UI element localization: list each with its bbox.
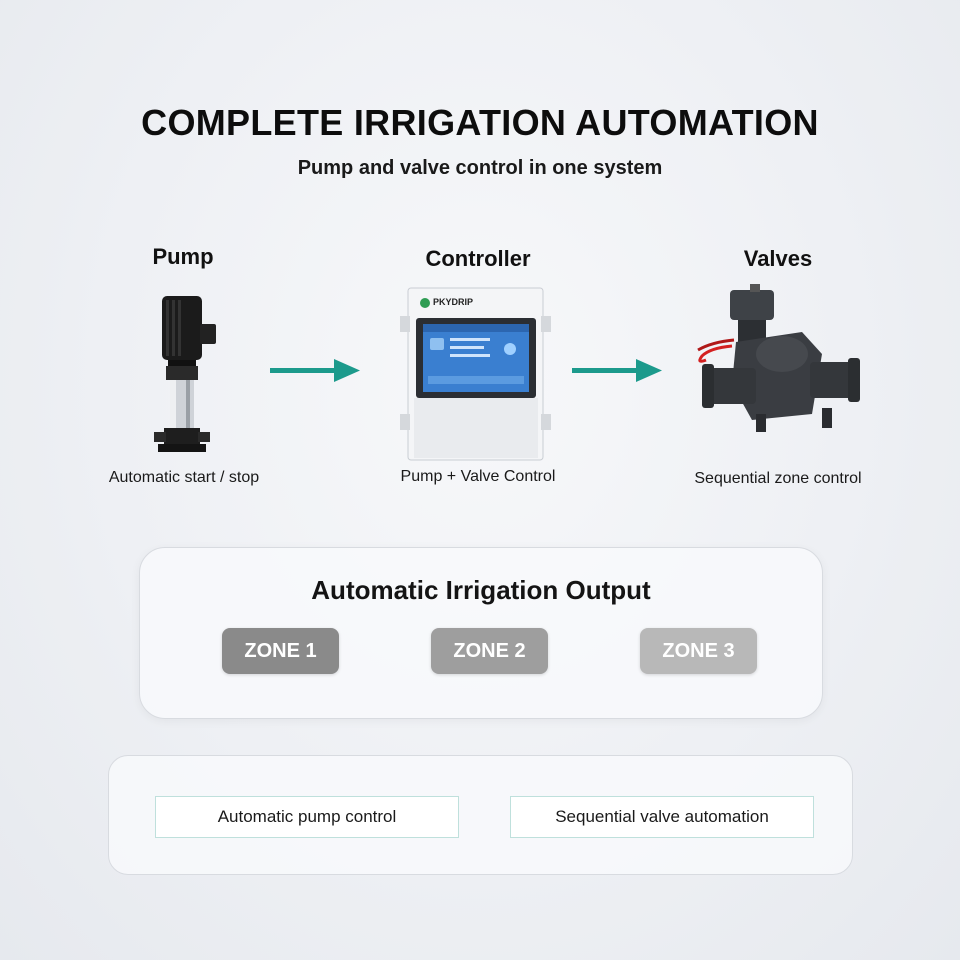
features-panel: Automatic pump control Sequential valve … bbox=[108, 755, 853, 875]
valves-heading: Valves bbox=[743, 246, 813, 271]
zone-2-badge: ZONE 2 bbox=[431, 628, 548, 674]
irrigation-output-panel: Automatic Irrigation Output ZONE 1 ZONE … bbox=[139, 547, 823, 719]
arrow-right-icon bbox=[268, 356, 362, 384]
zone-1-badge: ZONE 1 bbox=[222, 628, 339, 674]
controller-heading: Controller bbox=[425, 246, 531, 271]
feature-pump-control: Automatic pump control bbox=[155, 796, 459, 838]
zone-3-badge: ZONE 3 bbox=[640, 628, 757, 674]
valve-icon bbox=[692, 284, 864, 436]
pump-heading: Pump bbox=[152, 244, 214, 269]
pump-icon bbox=[148, 290, 220, 458]
feature-valve-automation: Sequential valve automation bbox=[510, 796, 814, 838]
page-title: COMPLETE IRRIGATION AUTOMATION bbox=[141, 102, 819, 143]
pump-caption: Automatic start / stop bbox=[108, 469, 260, 486]
controller-icon: PKYDRIP bbox=[398, 286, 553, 462]
page-subtitle: Pump and valve control in one system bbox=[297, 157, 663, 179]
arrow-right-icon bbox=[570, 356, 664, 384]
controller-caption: Pump + Valve Control bbox=[400, 468, 556, 485]
valves-caption: Sequential zone control bbox=[694, 470, 862, 487]
output-title: Automatic Irrigation Output bbox=[311, 575, 651, 605]
controller-brand: PKYDRIP bbox=[433, 297, 474, 307]
